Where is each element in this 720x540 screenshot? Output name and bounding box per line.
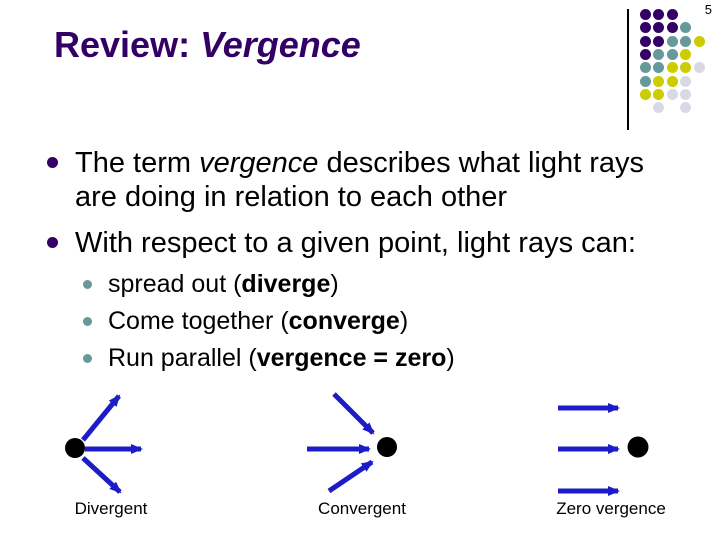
deco-dot <box>653 75 665 87</box>
deco-dot <box>666 62 678 74</box>
sub-bullet-text: spread out (diverge) <box>108 269 339 300</box>
sub-bullet-item-3: Run parallel (vergence = zero) <box>76 343 680 374</box>
deco-dot <box>680 35 692 47</box>
converging-ray-lower <box>327 459 374 494</box>
deco-dot <box>653 88 665 100</box>
diagram-label-divergent: Divergent <box>74 499 148 518</box>
deco-dot <box>640 88 651 100</box>
sub-bullet-list: spread out (diverge) Come together (conv… <box>76 269 680 374</box>
diagram-convergent: Convergent <box>295 380 485 535</box>
deco-dot <box>666 9 678 20</box>
sub-bullet-text-part: ) <box>446 344 455 372</box>
sub-bullet-marker <box>76 343 108 374</box>
bullet-list: The term vergence describes what light r… <box>40 146 680 374</box>
sub-bullet-item-2: Come together (converge) <box>76 306 680 337</box>
sub-bullet-text-part: ) <box>330 270 339 298</box>
bullet-text: The term vergence describes what light r… <box>75 146 680 214</box>
bullet-marker <box>40 226 75 260</box>
deco-dot <box>666 22 678 34</box>
title-emphasis: Vergence <box>200 24 361 65</box>
page-number: 5 <box>704 2 712 17</box>
bullet-dot-icon <box>47 157 58 168</box>
deco-dot <box>653 35 665 47</box>
diagram-zero-vergence: Zero vergence <box>535 380 720 535</box>
bullet-item-1: The term vergence describes what light r… <box>40 146 680 214</box>
bullet-marker <box>40 146 75 214</box>
converging-ray-upper <box>332 392 375 435</box>
diverging-ray-down <box>81 456 122 494</box>
deco-dot <box>640 9 651 20</box>
focal-point <box>65 438 85 458</box>
deco-dots <box>640 9 715 129</box>
bullet-text: With respect to a given point, light ray… <box>75 227 636 259</box>
sub-bullet-text-part: ) <box>399 307 409 335</box>
sub-bullet-dot-icon <box>83 280 92 289</box>
sub-bullet-marker <box>76 269 108 300</box>
deco-dot <box>693 35 705 47</box>
deco-dot <box>640 35 651 47</box>
sub-bullet-text: Come together (converge) <box>108 306 408 337</box>
deco-dot <box>666 35 678 47</box>
diagram-label-zero-vergence: Zero vergence <box>556 499 666 518</box>
sub-bullet-text-part: Come together ( <box>108 307 289 335</box>
deco-vertical-line <box>627 9 629 130</box>
parallel-rays-figure <box>558 403 649 496</box>
deco-dot <box>680 22 692 34</box>
deco-dot <box>680 102 692 114</box>
sub-bullet-text-bold: diverge <box>241 270 331 298</box>
deco-dot <box>640 62 651 74</box>
deco-dot <box>653 102 665 114</box>
focal-point <box>377 437 397 457</box>
deco-dot <box>653 22 665 34</box>
deco-dot <box>640 75 651 87</box>
deco-dot <box>680 88 692 100</box>
deco-dot <box>653 48 665 60</box>
deco-dot <box>653 62 665 74</box>
deco-dot <box>653 9 665 20</box>
bullet-item-2: With respect to a given point, light ray… <box>40 226 680 260</box>
diagram-label-convergent: Convergent <box>318 499 406 518</box>
deco-dot <box>666 88 678 100</box>
deco-dot <box>693 62 705 74</box>
deco-dot <box>640 48 651 60</box>
bullet-text-part: The term <box>75 147 200 179</box>
bullet-text-part: describes what light rays are doing in r… <box>75 147 644 213</box>
bullet-text-italic: vergence <box>199 147 319 179</box>
slide-title: Review: Vergence <box>54 24 361 66</box>
deco-dot <box>640 22 651 34</box>
deco-dot <box>680 48 692 60</box>
deco-dot <box>666 48 678 60</box>
sub-bullet-text-part: Run parallel ( <box>108 344 257 372</box>
deco-dot <box>666 75 678 87</box>
deco-dot <box>680 75 692 87</box>
divergent-rays-figure <box>65 394 143 494</box>
deco-dot <box>680 62 692 74</box>
sub-bullet-text: Run parallel (vergence = zero) <box>108 343 455 374</box>
sub-bullet-dot-icon <box>83 354 92 363</box>
convergent-rays-figure <box>307 392 397 494</box>
diverging-ray-up <box>81 394 121 442</box>
sub-bullet-text-bold: vergence = zero <box>256 344 447 372</box>
sub-bullet-text-bold: converge <box>288 307 400 335</box>
sub-bullet-text-part: spread out ( <box>108 270 242 298</box>
diagram-divergent: Divergent <box>35 380 225 535</box>
focal-point <box>627 436 649 458</box>
title-prefix: Review: <box>54 24 201 65</box>
sub-bullet-marker <box>76 306 108 337</box>
bullet-dot-icon <box>47 237 58 248</box>
sub-bullet-dot-icon <box>83 317 92 326</box>
sub-bullet-item-1: spread out (diverge) <box>76 269 680 300</box>
